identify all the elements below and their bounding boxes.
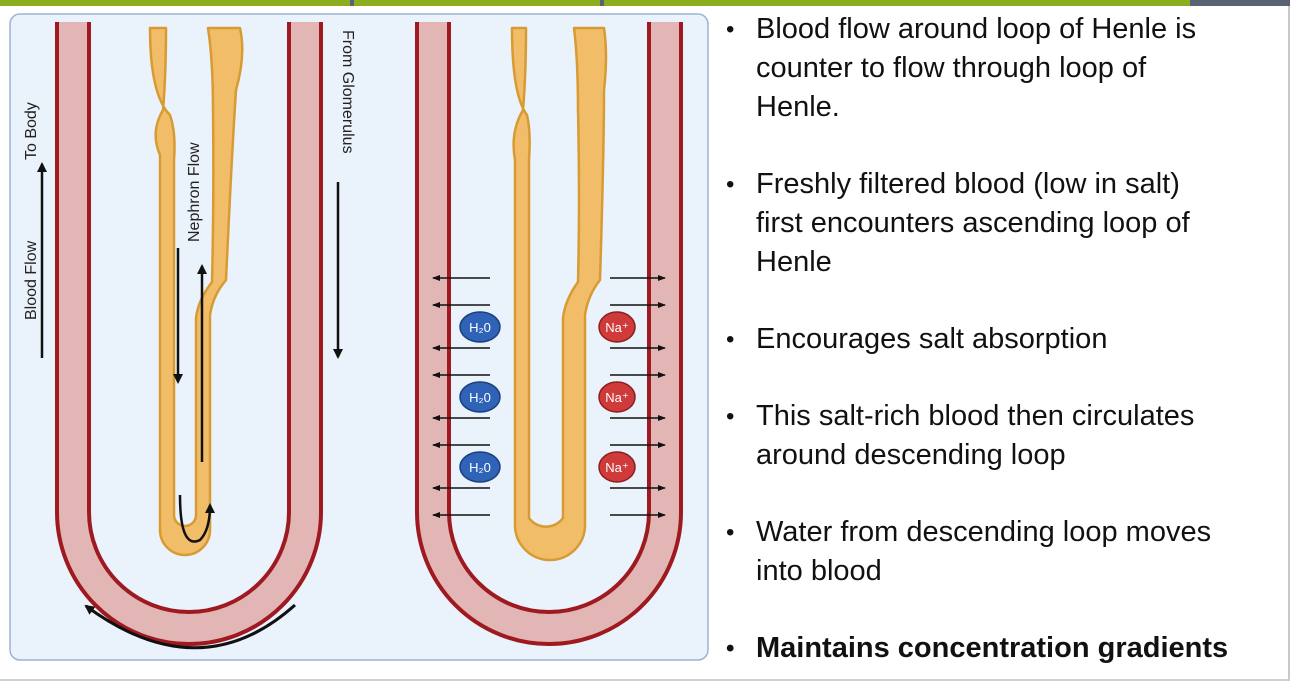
nephron-turn-arrow <box>178 494 215 543</box>
right-nephron-loop <box>510 26 608 562</box>
accent-bar-segment <box>354 0 600 6</box>
bullet-line: This salt-rich blood then circulates <box>756 400 1195 432</box>
water-molecule-icon: H₂0 <box>459 451 501 483</box>
left-nephron-loop <box>148 26 244 557</box>
bullet-line: first encounters ascending loop of <box>756 207 1190 239</box>
svg-text:H₂0: H₂0 <box>469 320 491 335</box>
salt-exchange-arrows <box>610 275 666 518</box>
slide-bottom-edge <box>0 679 1290 681</box>
blood-turn-arrow <box>84 603 296 650</box>
bullet-item: • This salt-rich blood then circulates a… <box>726 397 1286 475</box>
bullet-item: • Blood flow around loop of Henle is cou… <box>726 10 1286 127</box>
bullet-line: Henle <box>756 246 832 278</box>
bullet-list: • Blood flow around loop of Henle is cou… <box>726 10 1286 668</box>
svg-text:Na⁺: Na⁺ <box>605 320 628 335</box>
label-from-glomerulus: From Glomerulus <box>339 30 356 154</box>
bullet-line: Henle. <box>756 91 840 123</box>
svg-text:Na⁺: Na⁺ <box>605 460 628 475</box>
accent-bar-segment <box>0 0 350 6</box>
bullet-line: Encourages salt absorption <box>756 323 1108 355</box>
accent-bar-divider <box>600 0 604 6</box>
label-blood-flow: Blood Flow <box>23 240 40 320</box>
diagram-panel <box>9 13 709 661</box>
sodium-ion-icon: Na⁺ <box>598 311 636 343</box>
bullet-dot-icon: • <box>726 635 735 662</box>
accent-bar-segment <box>604 0 1190 6</box>
bullet-dot-icon: • <box>726 326 735 353</box>
bullet-line: Water from descending loop moves <box>756 516 1212 548</box>
svg-text:Na⁺: Na⁺ <box>605 390 628 405</box>
accent-bar-end <box>1190 0 1290 6</box>
loop-of-henle-diagram: To Body Blood Flow Nephron Flow From Glo… <box>9 13 709 661</box>
bullet-item: • Water from descending loop moves into … <box>726 513 1286 591</box>
svg-text:H₂0: H₂0 <box>469 390 491 405</box>
water-molecule-icon: H₂0 <box>459 311 501 343</box>
sodium-ion-icon: Na⁺ <box>598 451 636 483</box>
bullet-line: Maintains concentration gradients <box>756 632 1229 664</box>
accent-bar-divider <box>350 0 354 6</box>
water-molecule-icon: H₂0 <box>459 381 501 413</box>
water-exchange-arrows <box>432 275 490 518</box>
top-accent-bar <box>0 0 1290 6</box>
bullet-dot-icon: • <box>726 171 735 198</box>
slide-right-edge <box>1288 6 1290 681</box>
bullet-line: Freshly filtered blood (low in salt) <box>756 168 1180 200</box>
right-vasa-recta <box>415 22 683 646</box>
bullet-dot-icon: • <box>726 403 735 430</box>
bullet-line: Blood flow around loop of Henle is <box>756 13 1197 45</box>
left-vasa-recta <box>55 22 323 646</box>
sodium-ion-icon: Na⁺ <box>598 381 636 413</box>
bullet-item: • Freshly filtered blood (low in salt) f… <box>726 165 1286 282</box>
label-to-body: To Body <box>23 102 40 160</box>
svg-text:H₂0: H₂0 <box>469 460 491 475</box>
bullet-item-emphasis: • Maintains concentration gradients <box>726 629 1286 668</box>
bullet-dot-icon: • <box>726 16 735 43</box>
bullet-item: • Encourages salt absorption <box>726 320 1286 359</box>
bullet-line: into blood <box>756 555 882 587</box>
bullet-line: around descending loop <box>756 439 1066 471</box>
bullet-line: counter to flow through loop of <box>756 52 1147 84</box>
bullet-dot-icon: • <box>726 519 735 546</box>
label-nephron-flow: Nephron Flow <box>186 142 203 242</box>
